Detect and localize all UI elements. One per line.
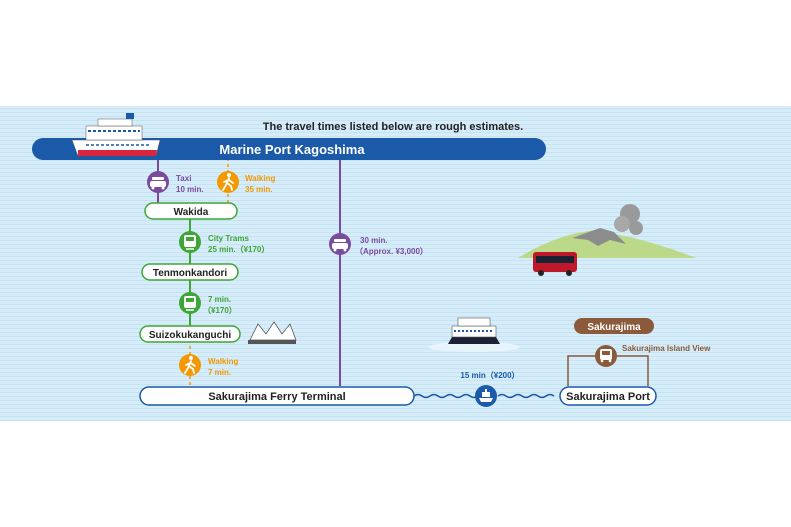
bus-icon bbox=[595, 345, 617, 367]
taxi2-fare-label: （Approx. ¥3,000） bbox=[355, 246, 428, 256]
ferry-wave-line bbox=[413, 393, 555, 399]
walk2-time-label: 7 min. bbox=[208, 368, 231, 377]
taxi-time-label: 10 min. bbox=[176, 185, 204, 194]
aquarium-building-icon bbox=[248, 321, 297, 344]
tram1-mode-label: City Trams bbox=[208, 234, 249, 243]
suizokukanguchi-label: Suizokukanguchi bbox=[149, 330, 231, 341]
wakida-label: Wakida bbox=[174, 207, 209, 218]
tram-icon bbox=[179, 231, 201, 253]
estimate-note: The travel times listed below are rough … bbox=[263, 121, 523, 133]
taxi2-time-label: 30 min. bbox=[360, 236, 388, 245]
walking-icon bbox=[179, 354, 201, 376]
tram2-time-label: 7 min. bbox=[208, 295, 231, 304]
walk1-mode-label: Walking bbox=[245, 174, 275, 183]
wakida-station[interactable] bbox=[144, 202, 238, 220]
ferry-illustration bbox=[428, 317, 520, 352]
ferry-terminal-label: Sakurajima Ferry Terminal bbox=[208, 391, 345, 403]
sakurajima-area-label: Sakurajima bbox=[587, 322, 641, 333]
tram2-fare-label: （¥170） bbox=[203, 305, 237, 315]
tenmonkandori-label: Tenmonkandori bbox=[153, 268, 227, 279]
walk1-time-label: 35 min. bbox=[245, 185, 273, 194]
cruise-ship-icon bbox=[71, 113, 161, 157]
walking-icon bbox=[217, 171, 239, 193]
bus-illustration bbox=[533, 252, 577, 276]
marine-port-label: Marine Port Kagoshima bbox=[219, 142, 365, 157]
sakurajima-area-badge bbox=[574, 318, 654, 334]
suizokukanguchi-station[interactable] bbox=[139, 325, 241, 343]
ferry-time-label: 15 min（¥200） bbox=[460, 370, 519, 380]
walk2-mode-label: Walking bbox=[208, 357, 238, 366]
ferry-terminal-station[interactable] bbox=[139, 386, 415, 406]
taxi-icon bbox=[329, 233, 351, 255]
taxi-icon bbox=[147, 171, 169, 193]
bus-route-label: Sakurajima Island View bbox=[622, 344, 711, 353]
marine-port-bar[interactable] bbox=[32, 138, 546, 160]
sakurajima-volcano-illustration bbox=[518, 204, 696, 258]
taxi-mode-label: Taxi bbox=[176, 174, 191, 183]
sakurajima-port-label: Sakurajima Port bbox=[566, 391, 650, 403]
sakurajima-port-station[interactable] bbox=[559, 386, 657, 406]
ferry-icon bbox=[475, 385, 497, 407]
tram-icon bbox=[179, 292, 201, 314]
tram1-time-label: 25 min.（¥170） bbox=[208, 244, 269, 254]
tenmonkandori-station[interactable] bbox=[141, 263, 239, 281]
